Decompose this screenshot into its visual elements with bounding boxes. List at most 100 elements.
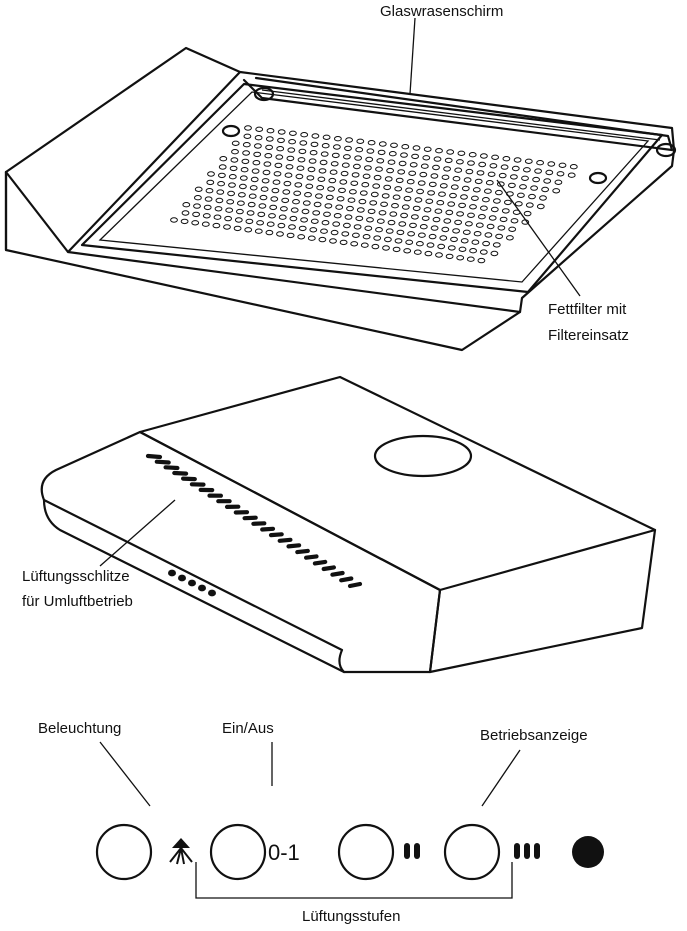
perforation-hole: [259, 194, 268, 201]
perforation-hole: [411, 153, 420, 160]
ventilation-slot: [304, 554, 319, 560]
perforation-hole: [297, 157, 306, 163]
perforation-hole: [350, 180, 359, 187]
perforation-hole: [530, 185, 538, 191]
perforation-hole: [343, 154, 351, 160]
perforation-hole: [213, 214, 222, 220]
perforation-hole: [394, 186, 403, 192]
perforation-hole: [327, 186, 336, 192]
perforation-hole: [266, 128, 275, 134]
ventilation-slot: [312, 559, 328, 566]
perforation-hole: [258, 203, 267, 209]
perforation-hole: [484, 232, 493, 238]
perforation-hole: [356, 207, 365, 213]
perforation-hole: [310, 218, 319, 225]
perforation-hole: [247, 201, 256, 208]
perforation-hole: [414, 197, 423, 203]
perforation-hole: [308, 158, 317, 164]
perforation-hole: [435, 148, 443, 154]
ventilation-slot: [172, 470, 189, 476]
perforation-hole: [324, 203, 333, 209]
perforation-hole: [316, 185, 325, 191]
perforation-hole: [361, 182, 370, 188]
perforation-hole: [406, 179, 415, 185]
front-control-button: [198, 584, 206, 592]
perforation-hole: [249, 185, 258, 191]
perforation-hole: [428, 233, 437, 240]
perforation-hole: [242, 142, 251, 148]
perforation-hole: [456, 211, 465, 217]
onoff-button[interactable]: [209, 823, 267, 881]
perforation-hole: [384, 236, 392, 243]
perforation-hole: [536, 203, 545, 210]
perforation-hole: [240, 167, 249, 173]
perforation-hole: [454, 219, 463, 226]
speed-3-button[interactable]: [443, 823, 501, 881]
perforation-hole: [486, 223, 495, 230]
perforation-hole: [356, 138, 365, 145]
perforation-hole: [506, 235, 514, 241]
perforation-hole: [257, 211, 266, 218]
perforation-hole: [495, 233, 504, 240]
perforation-hole: [343, 222, 351, 229]
perforation-hole: [202, 213, 211, 219]
perforation-hole: [346, 205, 354, 212]
perforation-hole: [182, 202, 191, 208]
perforation-hole: [206, 179, 215, 186]
perforation-hole: [513, 157, 522, 163]
ventilation-slot: [145, 453, 163, 460]
perforation-hole: [237, 200, 245, 206]
perforation-hole: [262, 169, 271, 176]
perforation-hole: [282, 189, 291, 195]
perforation-hole: [271, 187, 280, 194]
perforation-hole: [488, 215, 497, 221]
perforation-hole: [315, 193, 323, 199]
perforation-hole: [419, 171, 428, 178]
perforation-hole: [358, 198, 367, 205]
perforation-hole: [334, 136, 342, 142]
perforation-hole: [205, 188, 214, 194]
light-button[interactable]: [95, 823, 153, 881]
glass-visor-label: Glaswrasenschirm: [380, 3, 503, 20]
perforation-hole: [403, 195, 412, 202]
perforation-hole: [398, 221, 407, 227]
perforation-hole: [569, 164, 578, 170]
perforation-hole: [335, 204, 344, 210]
ventilation-slot: [268, 532, 284, 538]
perforation-hole: [339, 239, 348, 246]
perforation-hole: [510, 174, 518, 180]
perforation-hole: [203, 204, 212, 211]
ventilation-slot: [295, 548, 310, 555]
perforation-hole: [270, 196, 279, 202]
perforation-hole: [353, 224, 362, 230]
perforation-hole: [409, 222, 417, 229]
perforation-hole: [497, 225, 506, 231]
perforation-hole: [490, 250, 499, 257]
perforation-hole: [425, 198, 434, 205]
ventilation-slots: [145, 453, 363, 589]
perforation-hole: [463, 177, 472, 183]
perforation-hole: [460, 238, 469, 244]
perforation-hole: [477, 257, 486, 264]
perforation-hole: [218, 164, 227, 170]
perforation-hole: [224, 215, 233, 222]
perforation-hole: [300, 132, 309, 138]
perforation-hole: [523, 167, 531, 173]
speed-2-button[interactable]: [337, 823, 395, 881]
perforation-hole: [264, 153, 273, 159]
perforation-hole: [323, 211, 331, 218]
perforation-hole: [384, 176, 393, 182]
ventilation-slot: [181, 476, 197, 482]
perforation-hole: [403, 248, 412, 254]
perforation-hole: [276, 146, 285, 152]
perforation-hole: [469, 248, 478, 254]
perforation-hole: [239, 183, 247, 190]
vents-label-2: für Umluftbetrieb: [22, 593, 133, 610]
perforation-hole: [347, 197, 356, 203]
perforation-hole: [300, 217, 309, 223]
perforation-hole: [345, 137, 354, 143]
perforation-hole: [372, 183, 381, 189]
perforation-hole: [302, 200, 311, 206]
perforation-hole: [434, 208, 443, 214]
perforation-hole: [390, 142, 398, 149]
